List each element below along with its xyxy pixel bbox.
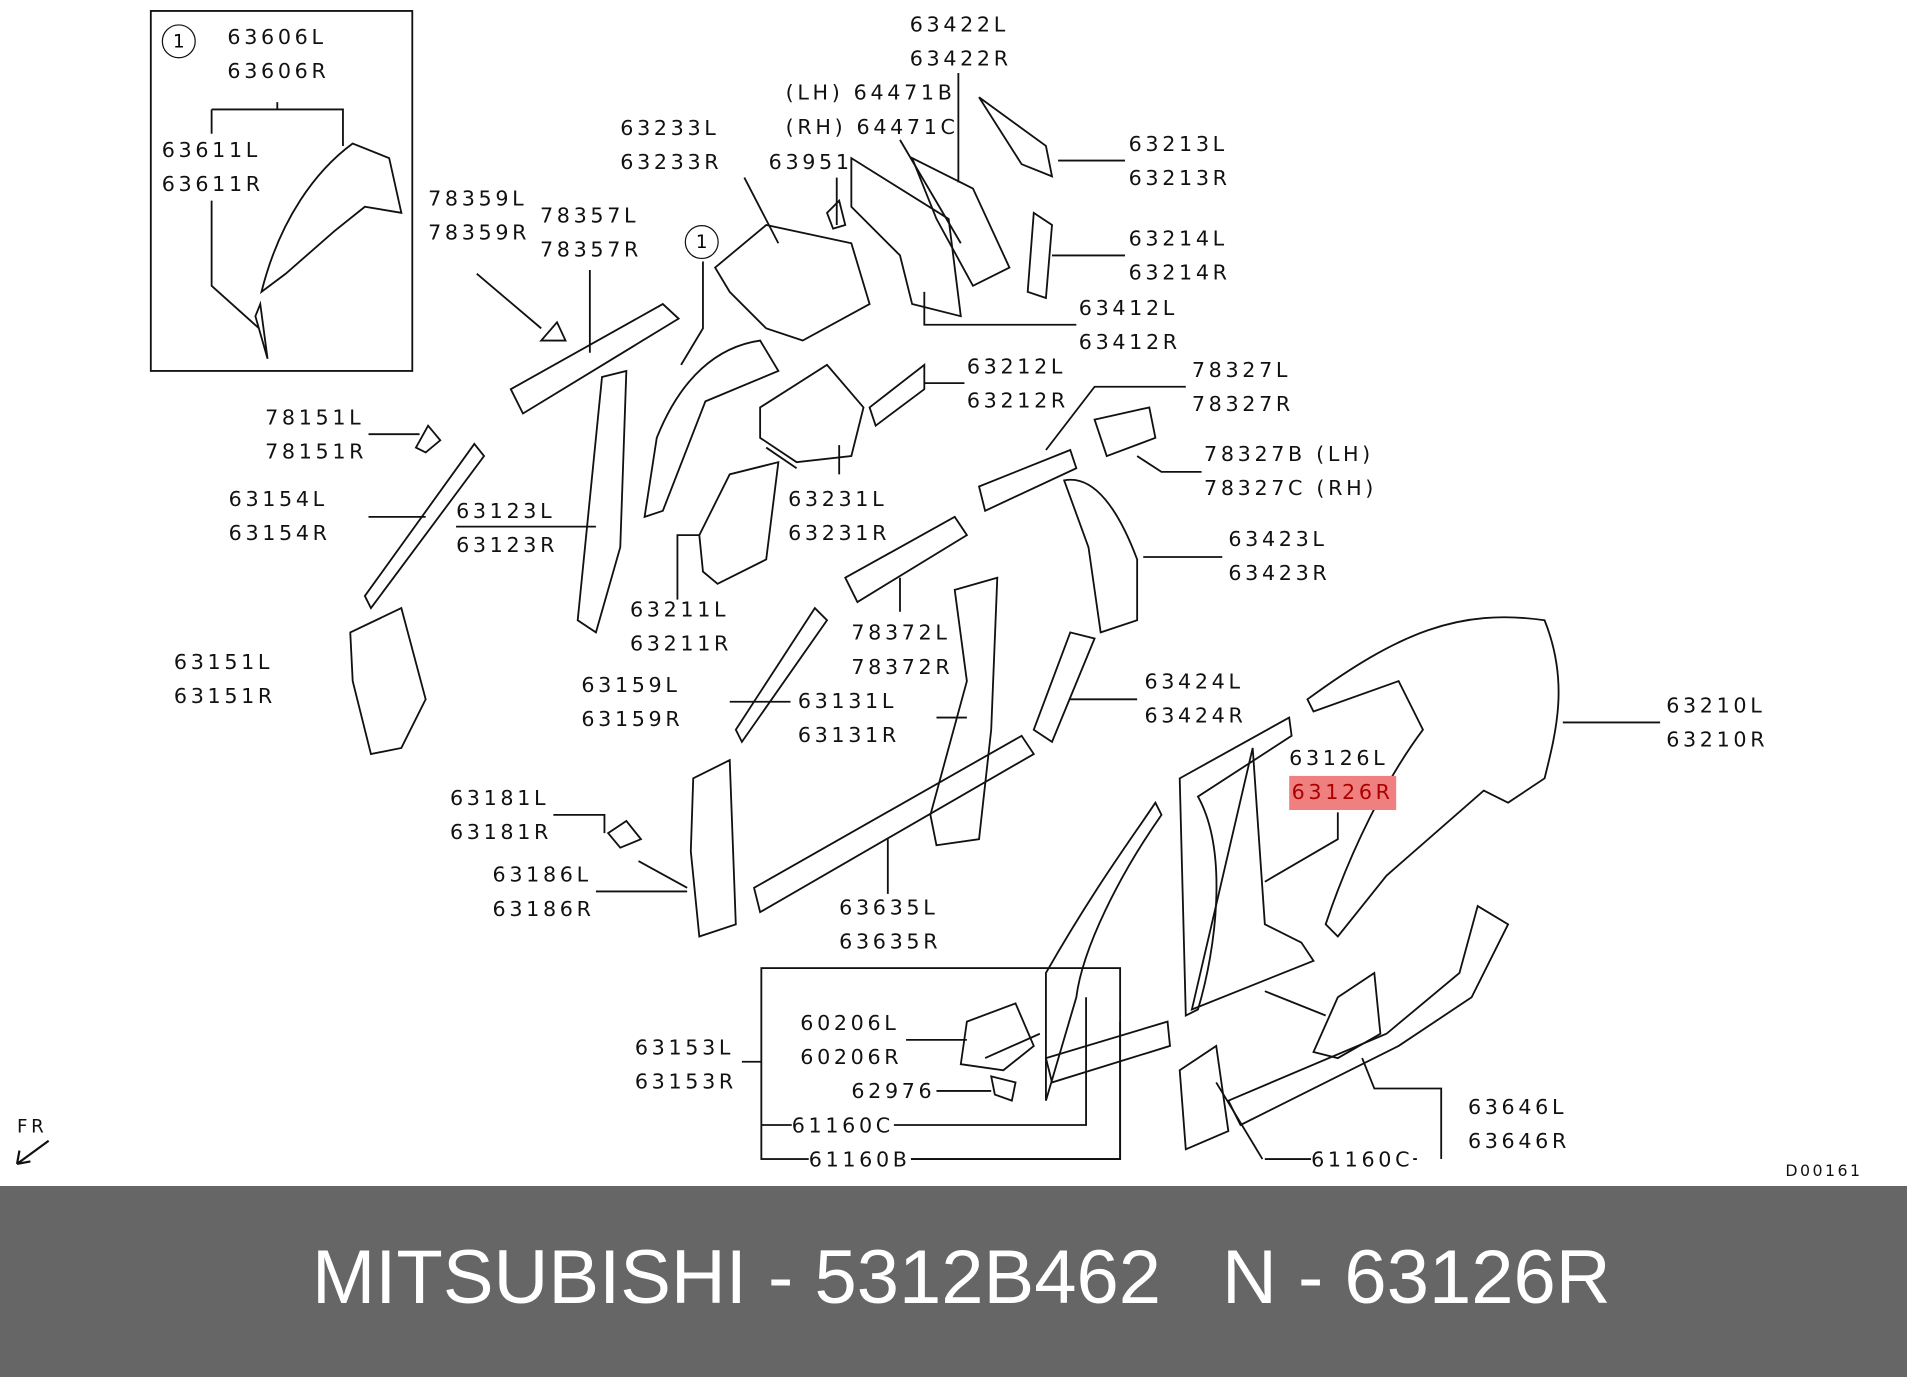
label-63951[interactable]: 63951 — [768, 150, 853, 176]
label-61160c-2[interactable]: 61160C — [1311, 1143, 1414, 1178]
footer-band: MITSUBISHI - 5312B462 N - 63126R — [0, 1186, 1907, 1377]
front-direction-marker: FR — [17, 1115, 48, 1138]
callout-marker: 1 — [161, 24, 196, 59]
callout-box — [149, 10, 414, 372]
label-63126[interactable]: 63126L 63126R — [1289, 742, 1397, 810]
diagram-code: D00161 — [1785, 1162, 1863, 1181]
highlighted-part-label[interactable]: 63126R — [1289, 775, 1397, 810]
label-61160c[interactable]: 61160C — [791, 1109, 894, 1144]
label-78327bc[interactable]: 78327B (LH)78327C (RH) — [1204, 442, 1378, 502]
label-63126l[interactable]: 63126L — [1289, 746, 1389, 772]
label-64471[interactable]: (LH) 64471B(RH) 64471C — [785, 81, 959, 140]
diagram-lines — [15, 10, 1661, 1165]
callout-marker-ref: 1 — [684, 224, 719, 260]
brand-part-number: MITSUBISHI - 5312B462 — [312, 1235, 1162, 1320]
reference-number: N - 63126R — [1222, 1235, 1611, 1320]
label-61160b[interactable]: 61160B — [808, 1143, 911, 1178]
label-62976[interactable]: 62976 — [851, 1079, 936, 1105]
